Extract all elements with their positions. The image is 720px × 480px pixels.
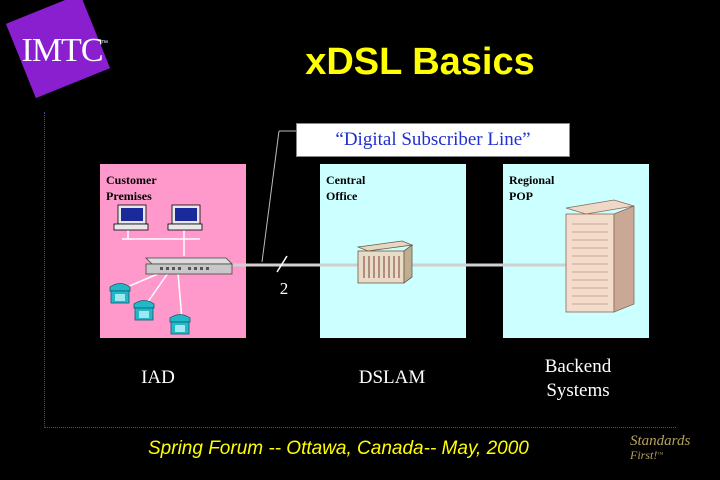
logo-text: IMTC <box>21 32 104 69</box>
imtc-logo: IMTC ™ <box>5 0 111 99</box>
iad-caption: IAD <box>141 367 175 388</box>
computer-icon <box>167 204 203 231</box>
regional-pop-label: Regional POP <box>509 173 555 203</box>
standards-first-logo: Standards First!™ <box>630 433 710 463</box>
frame-line-left <box>44 112 45 428</box>
customer-premises-label: Customer Premises <box>106 173 157 203</box>
first-word: First! <box>630 448 658 462</box>
customer-premises-panel: Customer Premises <box>100 164 246 338</box>
telephone-icon <box>133 300 155 321</box>
slide-title: xDSL Basics <box>305 41 535 83</box>
dslam-caption: DSLAM <box>358 367 426 388</box>
telephone-icon <box>169 314 191 335</box>
callout-leader <box>261 130 296 263</box>
backend-server-icon <box>565 199 635 313</box>
dsl-line <box>226 255 566 273</box>
footer-text: Spring Forum -- Ottawa, Canada-- May, 20… <box>148 438 529 459</box>
wire-pair-count: 2 <box>279 279 289 298</box>
frame-line-bottom <box>44 427 676 428</box>
central-office-label: Central Office <box>326 173 366 203</box>
backend-systems-caption: Backend Systems <box>544 356 612 401</box>
dslam-device-icon <box>356 240 414 284</box>
dsl-callout: “Digital Subscriber Line” <box>296 123 570 157</box>
computer-icon <box>113 204 149 231</box>
iad-device-icon <box>145 257 233 275</box>
logo-trademark: ™ <box>101 40 108 47</box>
lan-wiring <box>119 229 200 321</box>
telephone-icon <box>109 283 131 304</box>
standards-trademark: ™ <box>657 452 664 458</box>
standards-word: Standards <box>630 433 691 449</box>
